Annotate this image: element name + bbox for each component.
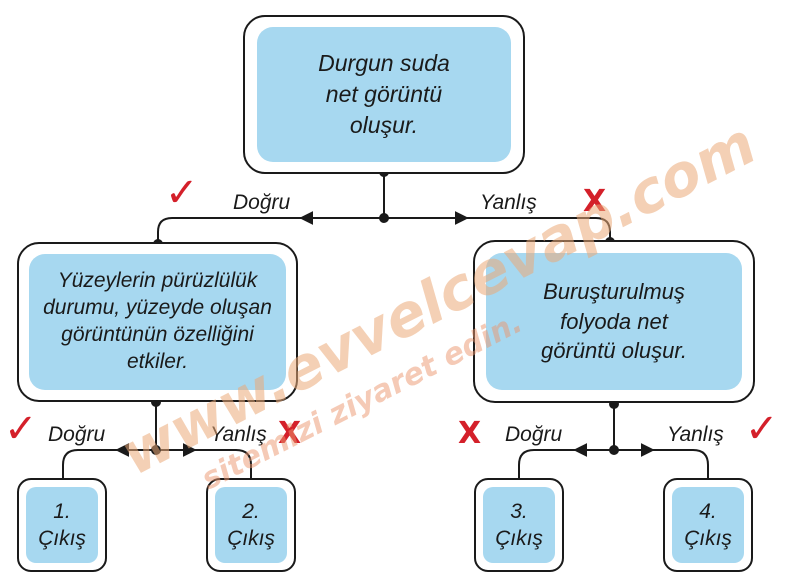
cross-icon-top: X [583,184,607,219]
exit-box-1-fill: 1. Çıkış [26,487,98,563]
label-right-dogru: Doğru [505,423,563,446]
root-line-3: oluşur. [349,112,419,139]
root-node-fill: Durgun suda net görüntü oluşur. [257,27,511,162]
right-line-1: Buruşturulmuş [543,278,685,304]
root-node: Durgun suda net görüntü oluşur. [243,15,525,174]
left-line-2: durumu, yüzeyde oluşan [43,296,272,320]
right-node-fill: Buruşturulmuş folyoda net görüntü oluşur… [486,253,742,390]
right-line-2: folyoda net [560,308,668,334]
label-left-yanlis: Yanlış [210,423,267,446]
label-left-dogru: Doğru [48,423,106,446]
cross-icon-left: X [278,416,302,451]
exit-box-4: 4. Çıkış [663,478,753,572]
exit-2-label: Çıkış [227,527,275,550]
left-line-3: görüntünün özelliğini [61,323,254,346]
exit-box-2-fill: 2. Çıkış [215,487,287,563]
root-line-2: net görüntü [325,80,443,107]
root-line-1: Durgun suda [318,49,450,76]
exit-3-number: 3. [510,499,528,523]
check-icon-top: ✓ [165,170,199,216]
exit-box-2: 2. Çıkış [206,478,296,572]
label-top-dogru: Doğru [233,191,291,214]
exit-3-label: Çıkış [495,527,543,550]
exit-box-4-fill: 4. Çıkış [672,487,744,563]
label-top-yanlis: Yanlış [480,191,537,214]
check-icon-right: ✓ [745,406,779,452]
exit-1-number: 1. [53,499,71,523]
exit-1-label: Çıkış [38,527,86,550]
right-line-3: görüntü oluşur. [541,338,687,364]
cross-icon-right: X [458,416,482,451]
check-icon-left: ✓ [4,406,38,452]
left-line-4: etkiler. [126,349,189,373]
left-node: Yüzeylerin pürüzlülük durumu, yüzeyde ol… [17,242,298,402]
exit-box-3-fill: 3. Çıkış [483,487,555,563]
right-node: Buruşturulmuş folyoda net görüntü oluşur… [473,240,755,403]
exit-box-1: 1. Çıkış [17,478,107,572]
exit-box-3: 3. Çıkış [474,478,564,572]
label-right-yanlis: Yanlış [667,423,724,446]
exit-2-number: 2. [242,499,260,523]
exit-4-number: 4. [699,499,717,523]
left-node-fill: Yüzeylerin pürüzlülük durumu, yüzeyde ol… [29,254,286,390]
exit-4-label: Çıkış [684,527,732,550]
left-line-1: Yüzeylerin pürüzlülük [57,269,258,293]
